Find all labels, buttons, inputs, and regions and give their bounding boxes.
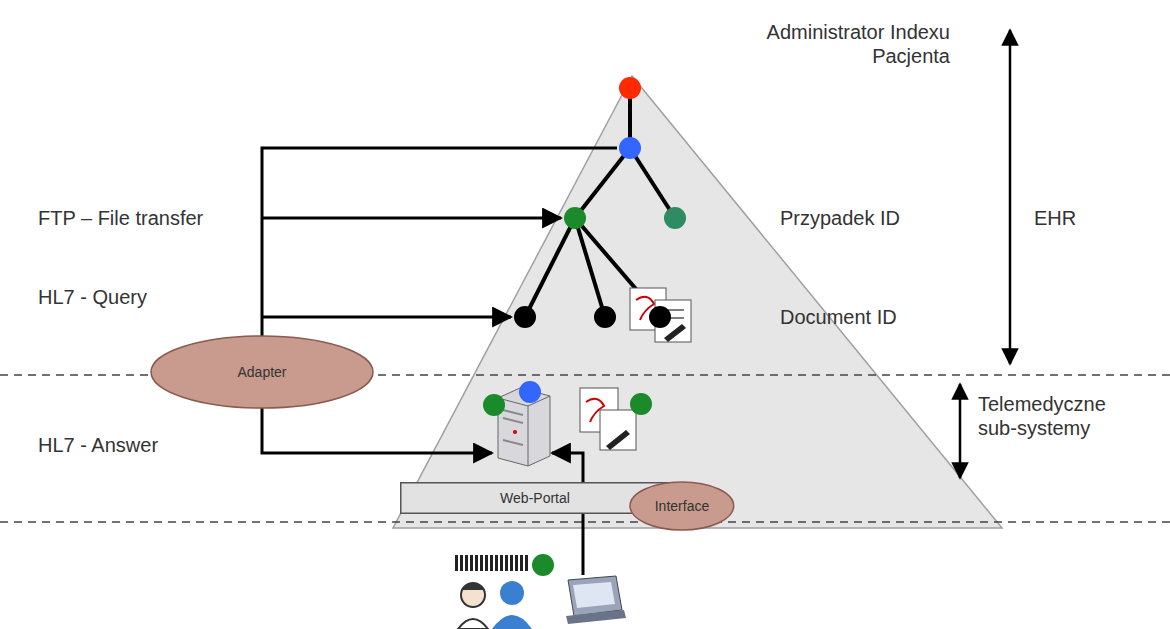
node-text: Web-Portal xyxy=(500,489,570,507)
case-id-label: Przypadek ID xyxy=(780,206,950,230)
person-icon xyxy=(458,581,532,629)
document-icon xyxy=(580,388,652,450)
barcode-icon xyxy=(454,554,554,576)
dashed-separator xyxy=(0,521,1170,523)
node-text: Interface xyxy=(655,497,709,515)
subsystem-label: Telemedyczne sub-systemy xyxy=(978,392,1128,440)
document-icon xyxy=(630,288,691,342)
node-text: Adapter xyxy=(237,363,286,381)
protocol-label: HL7 - Query xyxy=(38,285,253,309)
adapter-ellipse-outline xyxy=(151,336,373,408)
tree-dots xyxy=(514,77,686,328)
ehr-label: EHR xyxy=(1034,206,1114,230)
ehr-triangle xyxy=(393,76,1002,528)
portal-bar: Web-Portal xyxy=(400,482,670,514)
document-id-label: Document ID xyxy=(780,305,950,329)
portal-bar-outline xyxy=(401,483,670,514)
protocol-label: FTP – File transfer xyxy=(38,206,253,230)
server-icon xyxy=(483,381,550,466)
protocol-label: HL7 - Answer xyxy=(38,433,253,457)
range-arrow xyxy=(959,384,962,478)
tree-lines xyxy=(525,88,675,317)
interface-ellipse-outline xyxy=(630,482,734,530)
adapter-ellipse: Adapter xyxy=(150,335,374,409)
index-admin-label: Administrator Indexu Pacjenta xyxy=(700,20,950,68)
interface-ellipse: Interface xyxy=(629,481,735,531)
range-arrow xyxy=(1009,30,1012,364)
device-icon xyxy=(566,576,626,624)
